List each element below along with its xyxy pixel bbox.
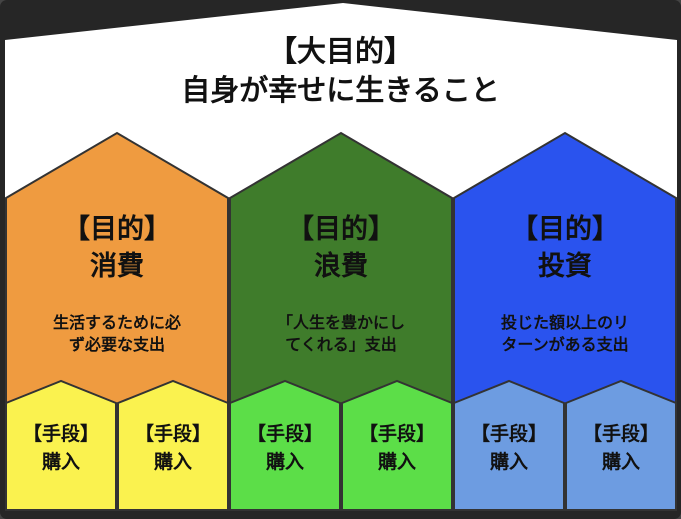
means-label: 【手段】 購入 — [117, 421, 229, 477]
means-name: 購入 — [377, 452, 416, 473]
purpose-description: 生活するために必 ず必要な支出 — [5, 313, 229, 357]
section-investment: 【目的】 投資 投じた額以上のリ ターンがある支出 【手段】 購入 【手段】 購… — [453, 0, 677, 511]
means-label: 【手段】 購入 — [453, 421, 565, 477]
description-line: 生活するために必 — [52, 315, 181, 332]
section-waste: 【目的】 浪費 「人生を豊かにし てくれる」支出 【手段】 購入 【手段】 購入 — [229, 0, 453, 511]
main-goal-title: 【大目的】 自身が幸せに生きること — [0, 33, 681, 111]
means-label: 【手段】 購入 — [341, 421, 453, 477]
means-label: 【手段】 購入 — [229, 421, 341, 477]
description-line: 投じた額以上のリ — [500, 315, 629, 332]
main-goal-text: 自身が幸せに生きること — [181, 75, 500, 107]
means-name: 購入 — [41, 452, 80, 473]
means-name: 購入 — [265, 452, 304, 473]
means-tag: 【手段】 — [246, 424, 323, 445]
means-name: 購入 — [489, 452, 528, 473]
purpose-name: 浪費 — [314, 251, 368, 281]
means-tag: 【手段】 — [582, 424, 659, 445]
means-tag: 【手段】 — [470, 424, 547, 445]
purpose-title: 【目的】 浪費 — [229, 211, 453, 285]
means-label: 【手段】 購入 — [565, 421, 677, 477]
purpose-tag: 【目的】 — [511, 214, 619, 244]
means-chevron — [117, 379, 229, 511]
purpose-description: 投じた額以上のリ ターンがある支出 — [453, 313, 677, 357]
purpose-name: 消費 — [90, 251, 144, 281]
means-tag: 【手段】 — [134, 424, 211, 445]
means-name: 購入 — [601, 452, 640, 473]
means-tag: 【手段】 — [22, 424, 99, 445]
purpose-title: 【目的】 消費 — [5, 211, 229, 285]
means-chevron — [5, 379, 117, 511]
main-goal-tag: 【大目的】 — [267, 36, 413, 68]
means-tag: 【手段】 — [358, 424, 435, 445]
purpose-tag: 【目的】 — [63, 214, 171, 244]
means-name: 購入 — [153, 452, 192, 473]
description-line: 「人生を豊かにし — [276, 315, 405, 332]
purpose-title: 【目的】 投資 — [453, 211, 677, 285]
means-chevron — [453, 379, 565, 511]
means-chevron — [229, 379, 341, 511]
description-line: ず必要な支出 — [68, 337, 165, 354]
section-consumption: 【目的】 消費 生活するために必 ず必要な支出 【手段】 購入 【手段】 購入 — [5, 0, 229, 511]
description-line: ターンがある支出 — [501, 337, 629, 354]
description-line: てくれる」支出 — [285, 337, 397, 354]
purpose-name: 投資 — [538, 251, 592, 281]
means-chevron — [341, 379, 453, 511]
purpose-tag: 【目的】 — [287, 214, 395, 244]
means-chevron — [565, 379, 677, 511]
means-label: 【手段】 購入 — [5, 421, 117, 477]
purpose-description: 「人生を豊かにし てくれる」支出 — [229, 313, 453, 357]
